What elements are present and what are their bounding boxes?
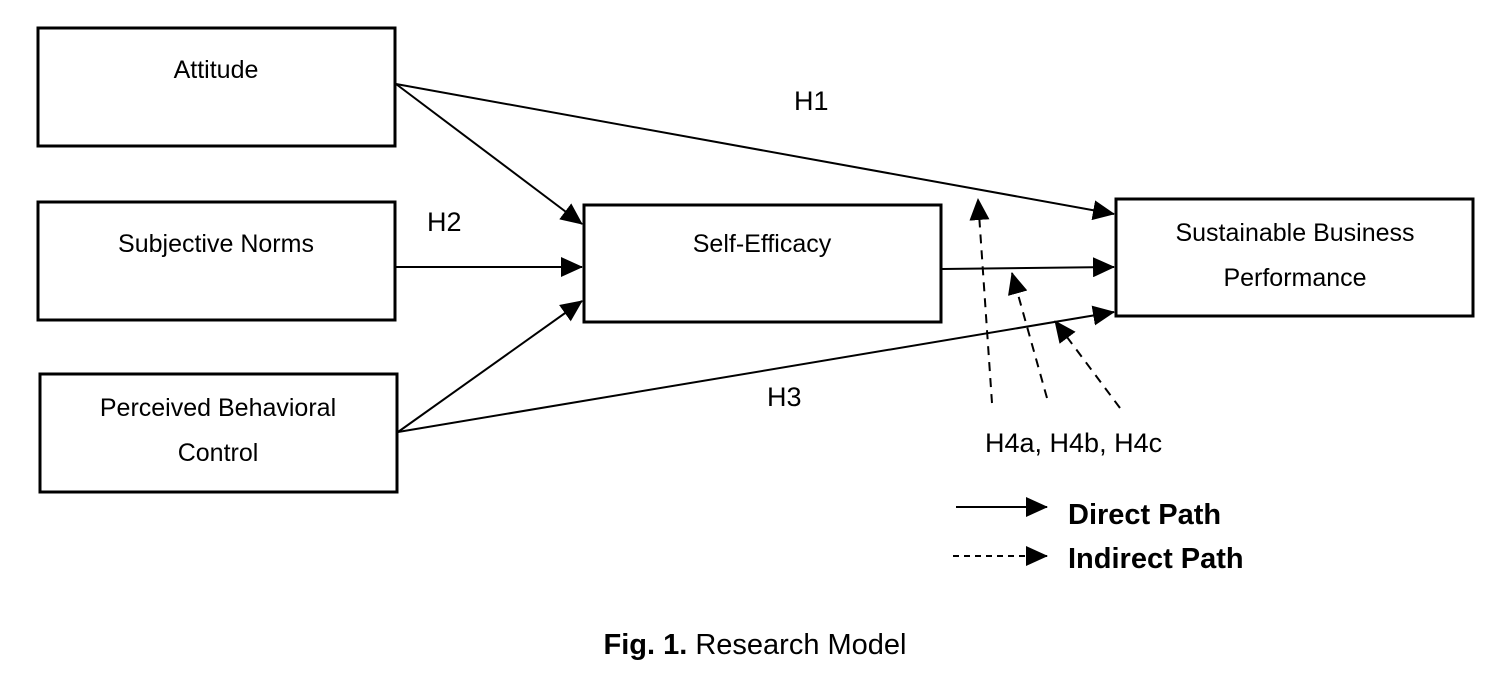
node-subjective-norms: Subjective Norms xyxy=(36,200,397,322)
edge-attitude-to-sbp xyxy=(395,83,1115,221)
node-sbp-label-line1: Sustainable Business xyxy=(1175,219,1414,247)
node-sustainable-business-performance: Sustainable Business Performance xyxy=(1114,197,1475,318)
hypothesis-label-h2: H2 xyxy=(427,207,462,237)
edge-indirect-h4b xyxy=(1008,272,1048,399)
figure-caption-prefix: Fig. 1. xyxy=(603,629,687,661)
node-self-efficacy: Self-Efficacy xyxy=(582,203,943,324)
node-pbc-label-line2: Control xyxy=(178,439,259,467)
node-self-efficacy-label: Self-Efficacy xyxy=(693,230,832,258)
node-sbp-label-line2: Performance xyxy=(1223,264,1366,292)
node-attitude-label: Attitude xyxy=(174,56,259,84)
edge-indirect-h4a xyxy=(969,198,993,404)
node-perceived-behavioral-control: Perceived Behavioral Control xyxy=(38,372,399,494)
edge-pbc-to-sbp xyxy=(397,305,1115,433)
edge-indirect-h4c xyxy=(1054,320,1121,409)
legend: Direct Path Indirect Path xyxy=(953,497,1244,575)
node-attitude: Attitude xyxy=(36,26,397,148)
legend-direct-label: Direct Path xyxy=(1068,499,1221,531)
figure-caption-title: Research Model xyxy=(687,629,906,661)
hypothesis-label-h3: H3 xyxy=(767,382,802,412)
edge-pbc-to-self-efficacy xyxy=(397,300,583,433)
edge-attitude-to-self-efficacy xyxy=(395,83,583,225)
node-pbc-label-line1: Perceived Behavioral xyxy=(100,394,336,422)
node-subjective-norms-label: Subjective Norms xyxy=(118,230,314,258)
edge-self-efficacy-to-sbp xyxy=(941,257,1115,278)
legend-indirect-label: Indirect Path xyxy=(1068,543,1244,575)
hypothesis-label-h4: H4a, H4b, H4c xyxy=(985,428,1162,458)
hypothesis-label-h1: H1 xyxy=(794,86,829,116)
figure-caption: Fig. 1. Research Model xyxy=(603,629,906,661)
